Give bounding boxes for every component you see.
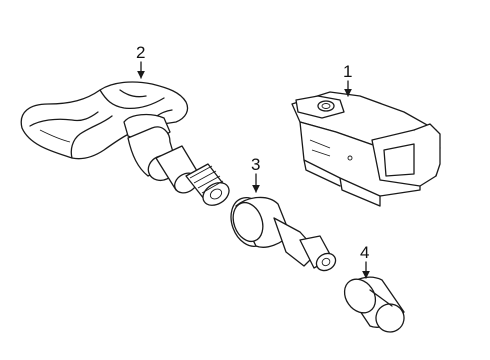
part-3-valve-stem <box>230 196 337 272</box>
callout-4: 4 <box>360 243 370 279</box>
callout-4-label: 4 <box>360 243 369 262</box>
part-1-receiver-module <box>291 91 441 207</box>
part-4-valve-cap <box>343 276 405 333</box>
callout-3-label: 3 <box>251 155 260 174</box>
callout-2: 2 <box>136 43 145 79</box>
callout-2-label: 2 <box>136 43 145 62</box>
callout-3: 3 <box>251 155 260 193</box>
callout-1-label: 1 <box>343 62 352 81</box>
part-2-tpms-sensor <box>20 81 230 206</box>
callout-1: 1 <box>343 62 352 97</box>
